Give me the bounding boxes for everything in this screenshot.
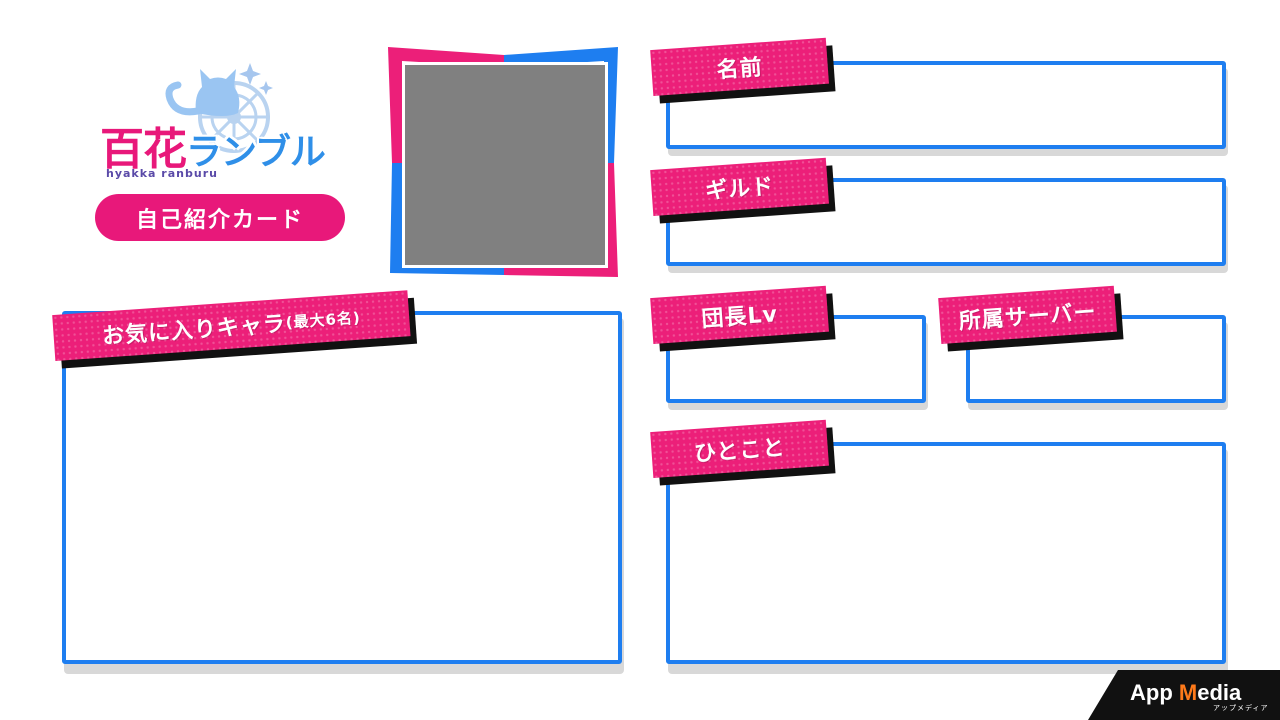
logo-subtitle: hyakka ranburu bbox=[106, 167, 218, 180]
game-logo: 百花ランブル hyakka ranburu bbox=[96, 55, 346, 185]
label-favorites-main: お気に入りキャラ bbox=[101, 311, 287, 350]
label-comment: ひとこと bbox=[650, 419, 836, 486]
appmedia-app: App bbox=[1130, 680, 1173, 705]
appmedia-kana: アップメディア bbox=[1213, 704, 1269, 712]
label-level: 団長Lv bbox=[650, 285, 836, 352]
appmedia-edia: edia bbox=[1197, 680, 1242, 705]
favorites-input-box[interactable] bbox=[62, 311, 622, 664]
profile-photo-placeholder[interactable] bbox=[402, 62, 608, 268]
card-title-badge: 自己紹介カード bbox=[95, 194, 345, 241]
appmedia-m: M bbox=[1178, 680, 1198, 705]
appmedia-logo: App Media bbox=[1130, 680, 1241, 706]
logo-title-main: 百花 bbox=[100, 124, 187, 175]
label-favorites-note: (最大6名) bbox=[285, 308, 362, 332]
label-guild: ギルド bbox=[650, 157, 836, 224]
logo-title-accent: ランブル bbox=[186, 132, 326, 173]
cat-compass-icon bbox=[165, 63, 273, 153]
logo-title: 百花ランブル bbox=[100, 113, 326, 177]
label-name: 名前 bbox=[650, 37, 836, 104]
comment-input-box[interactable] bbox=[666, 442, 1226, 664]
appmedia-badge-bg bbox=[1088, 670, 1280, 720]
label-server: 所属サーバー bbox=[938, 285, 1124, 352]
